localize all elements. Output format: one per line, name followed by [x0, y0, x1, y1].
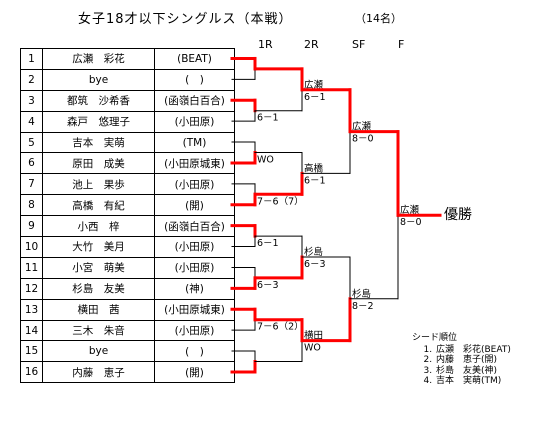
r1-score-2: 6－1 [257, 113, 279, 124]
player-name: 小西 梓 [42, 215, 155, 238]
player-name: 大竹 美月 [42, 236, 155, 258]
player-club: (開) [154, 361, 235, 384]
player-name: 内藤 恵子 [42, 361, 155, 384]
player-club: (小田原) [154, 319, 235, 342]
player-name: 横田 茜 [42, 298, 155, 321]
r1-score-4: 7－6（7） [257, 195, 304, 207]
seed-item: 内藤 恵子(開) [435, 355, 511, 366]
r2-score-3: 6－3 [304, 259, 326, 270]
draw-number: 11 [20, 256, 43, 279]
sf-score-2: 8－2 [352, 301, 374, 312]
round-label-f: F [398, 38, 405, 51]
player-name: 原田 成美 [42, 152, 155, 175]
seed-list: シード順位 広瀬 彩花(BEAT) 内藤 恵子(開) 杉島 友美(神) 吉本 実… [412, 333, 511, 387]
entry-count: （14名） [355, 12, 402, 25]
player-club: (BEAT) [154, 48, 235, 70]
champion-label: 優勝 [444, 207, 472, 223]
sf-winner-2: 杉島 [352, 288, 371, 300]
page-title: 女子18才以下シングルス（本戦） [78, 12, 293, 27]
final-score: 8－0 [400, 217, 422, 228]
player-club: ( ) [154, 68, 235, 91]
draw-number: 14 [20, 319, 43, 342]
player-club: (小田原城東) [154, 152, 235, 175]
draw-number: 12 [20, 277, 43, 300]
player-club: (神) [154, 277, 235, 300]
player-club: ( ) [154, 340, 235, 363]
round-label-1r: 1R [258, 38, 273, 51]
r2-winner-4: 横田 [304, 330, 323, 342]
sf-score-1: 8－0 [352, 134, 374, 145]
round-label-2r: 2R [304, 38, 319, 51]
r2-score-1: 6－1 [304, 92, 326, 103]
draw-number: 15 [20, 340, 43, 363]
r1-score-6: 6－3 [257, 280, 279, 291]
sf-winner-1: 広瀬 [352, 121, 372, 133]
r2-score-4: WO [304, 343, 321, 354]
r2-winner-1: 広瀬 [304, 79, 324, 91]
player-club: (函嶺白百合) [154, 215, 235, 238]
seed-list-title: シード順位 [412, 333, 458, 343]
player-name: bye [42, 340, 155, 363]
r2-winner-3: 杉島 [304, 246, 323, 258]
seed-items: 広瀬 彩花(BEAT) 内藤 恵子(開) 杉島 友美(神) 吉本 実萌(TM) [412, 345, 511, 387]
player-name: 小宮 萌美 [42, 256, 155, 279]
r2-winner-2: 高橋 [304, 162, 324, 174]
seed-item: 広瀬 彩花(BEAT) [435, 345, 511, 356]
seed-item: 吉本 実萌(TM) [435, 376, 511, 387]
round-label-sf: SF [352, 38, 366, 51]
player-name: 三木 朱音 [42, 319, 155, 342]
player-name: bye [42, 68, 155, 91]
r2-score-2: 6－1 [304, 175, 326, 186]
player-club: (小田原城東) [154, 298, 235, 321]
seed-item: 杉島 友美(神) [435, 366, 511, 377]
r1-score-5: 6－1 [257, 238, 279, 249]
r1-score-7: 7－6（2） [257, 321, 304, 333]
player-club: (小田原) [154, 256, 235, 279]
r1-score-3: WO [257, 155, 274, 166]
player-name: 杉島 友美 [42, 277, 155, 300]
final-winner: 広瀬 [400, 204, 420, 216]
player-club: (函嶺白百合) [154, 89, 235, 112]
